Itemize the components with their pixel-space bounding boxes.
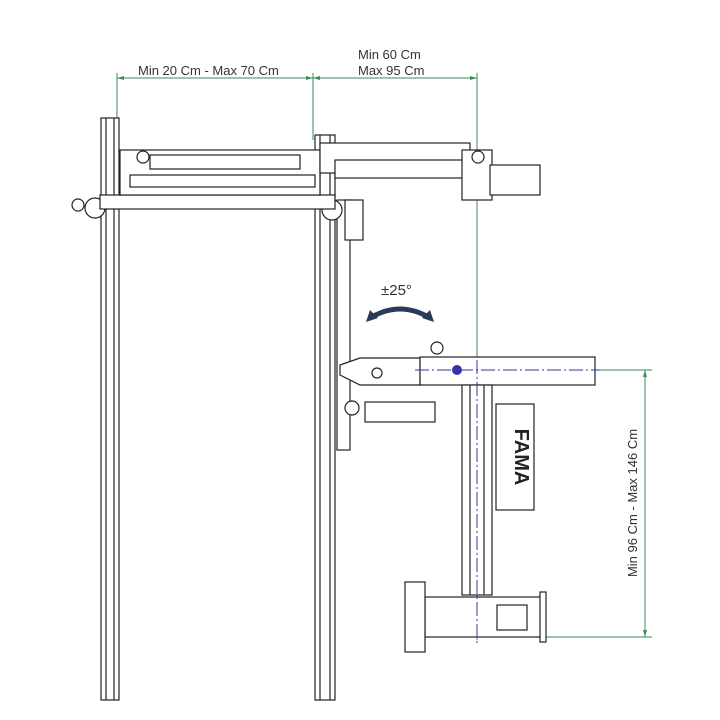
fama-logo: FAMA xyxy=(510,429,532,486)
arm-reach-min-label: Min 60 Cm xyxy=(358,47,421,62)
leg-extension-arm: FAMA xyxy=(339,341,600,653)
top-crossbar xyxy=(99,142,541,210)
right-upright xyxy=(314,134,364,701)
rotation-label: ±25° xyxy=(381,282,412,299)
width-dimension-label: Min 20 Cm - Max 70 Cm xyxy=(138,63,279,78)
height-dimension-label: Min 96 Cm - Max 146 Cm xyxy=(625,428,640,578)
arm-reach-max-label: Max 95 Cm xyxy=(358,63,425,78)
rotation-arrow-icon xyxy=(368,306,432,321)
